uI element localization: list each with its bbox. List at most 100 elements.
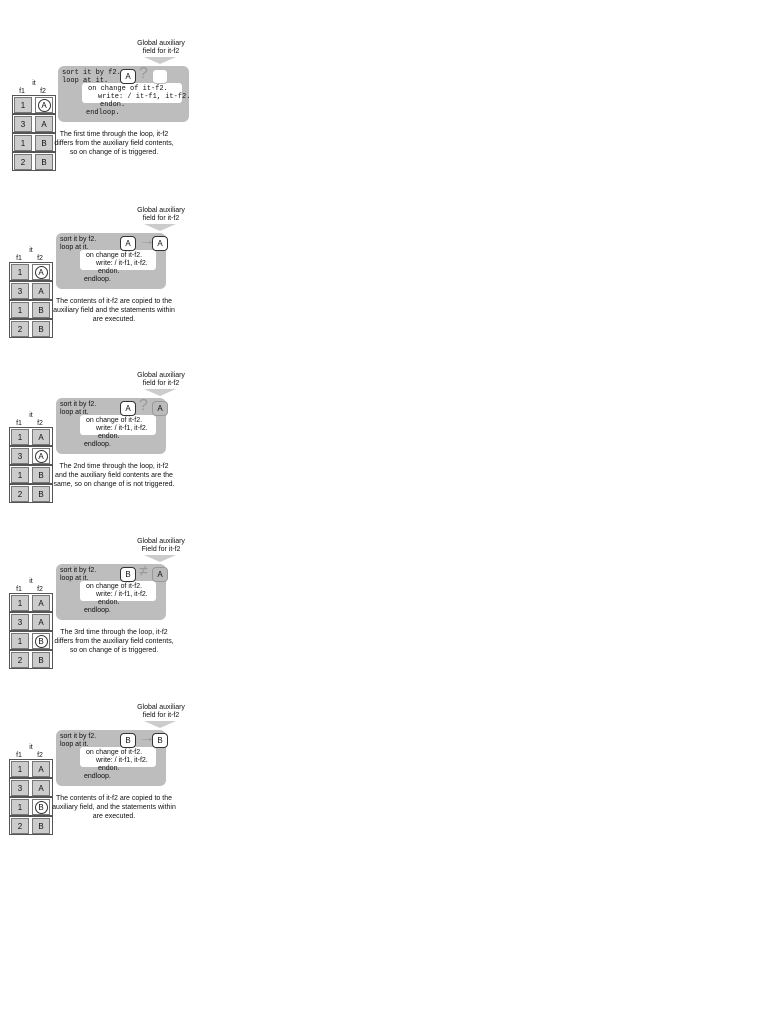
table-cell: B (32, 321, 50, 337)
table-cell: B (32, 799, 50, 815)
table-cell: A (32, 761, 50, 777)
table-cell: 1 (11, 302, 29, 318)
current-row-marker: B (34, 800, 48, 814)
aux-pointer (144, 389, 176, 396)
caption-line: The 3rd time through the loop, it-f2 (60, 629, 168, 636)
aux-field-label: Global auxiliary (137, 40, 185, 47)
code-line-write: write: / it-f1, it-f2. (96, 425, 148, 432)
aux-field-label: field for it-f2 (142, 48, 180, 55)
aux-value-box (152, 69, 168, 84)
table-cell: A (35, 97, 53, 113)
aux-pointer (144, 57, 176, 64)
current-value-box: A (120, 69, 136, 84)
current-value-box: B (120, 567, 136, 582)
table-cell: B (32, 818, 50, 834)
code-line-onchange: on change of it-f2. (84, 749, 145, 757)
table-name: it (29, 412, 33, 419)
code-line-onchange: on change of it-f2. (86, 85, 170, 93)
aux-field-label: Field for it-f2 (141, 546, 181, 553)
caption-line: so on change of is triggered. (69, 149, 159, 156)
code-line-write: write: / it-f1, it-f2. (96, 591, 148, 598)
code-line-write: write: / it-f1, it-f2. (98, 93, 191, 101)
code-line-endloop: endloop. (84, 607, 111, 614)
comparison-operator: ≠ (139, 563, 148, 580)
table-cell: A (35, 116, 53, 132)
comparison-operator: → (139, 729, 155, 746)
aux-field-label: Global auxiliary (137, 372, 185, 379)
aux-field-label: Global auxiliary (137, 538, 185, 545)
column-header: f1 (16, 420, 22, 427)
table-cell: A (32, 448, 50, 464)
code-line-sort: sort it by f2. (60, 733, 97, 740)
caption-line: are executed. (92, 813, 136, 820)
code-line-endloop: endloop. (86, 109, 120, 117)
table-cell: 2 (11, 321, 29, 337)
table-cell: B (35, 154, 53, 170)
code-line-endloop: endloop. (84, 441, 111, 448)
aux-pointer (144, 224, 176, 231)
caption-line: The contents of it-f2 are copied to the (56, 795, 172, 802)
aux-field-label: field for it-f2 (142, 215, 180, 222)
code-line-loop: loop at it. (60, 409, 89, 416)
aux-value-box: A (152, 401, 168, 416)
column-header: f2 (37, 752, 43, 759)
current-row-marker: A (34, 449, 48, 463)
aux-pointer (144, 721, 176, 728)
table-cell: 1 (14, 135, 32, 151)
table-cell: 1 (11, 264, 29, 280)
code-block: sort it by f2.loop at it.on change of it… (56, 398, 166, 454)
table-cell: 1 (11, 429, 29, 445)
table-cell: A (32, 595, 50, 611)
code-line-endon: endon. (98, 268, 120, 275)
table-cell: B (32, 302, 50, 318)
current-row-marker: A (34, 265, 48, 279)
current-row-marker: B (34, 634, 48, 648)
code-line-write: write: / it-f1, it-f2. (96, 260, 148, 267)
code-line-endon: endon. (98, 765, 120, 772)
code-line-write: write: / it-f1, it-f2. (96, 757, 148, 764)
table-cell: A (32, 283, 50, 299)
code-line-onchange: on change of it-f2. (84, 252, 145, 260)
aux-value-box: A (152, 567, 168, 582)
comparison-operator: → (139, 232, 155, 249)
table-cell: 2 (11, 818, 29, 834)
code-line-onchange: on change of it-f2. (84, 583, 145, 591)
column-header: f1 (19, 88, 25, 95)
code-line-endloop: endloop. (84, 773, 111, 780)
code-block: sort it by f2.loop at it.on change of it… (56, 564, 166, 620)
current-value-box: A (120, 401, 136, 416)
aux-value-box: B (152, 733, 168, 748)
column-header: f2 (40, 88, 46, 95)
code-line-sort: sort it by f2. (60, 567, 97, 574)
current-row-marker: A (37, 98, 51, 112)
table-cell: 3 (11, 283, 29, 299)
table-cell: B (32, 486, 50, 502)
comparison-operator: ? (139, 397, 148, 414)
caption-line: are executed. (92, 316, 136, 323)
caption-line: auxiliary field and the statements withi… (53, 307, 175, 314)
caption-line: same, so on change of is not triggered. (53, 481, 175, 488)
table-cell: 2 (11, 486, 29, 502)
caption-line: The contents of it-f2 are copied to the (56, 298, 172, 305)
code-block: sort it by f2.loop at it.on change of it… (56, 233, 166, 289)
code-line-sort: sort it by f2. (62, 69, 121, 77)
table-cell: 2 (14, 154, 32, 170)
table-cell: B (32, 652, 50, 668)
caption-line: differs from the auxiliary field content… (54, 140, 174, 147)
